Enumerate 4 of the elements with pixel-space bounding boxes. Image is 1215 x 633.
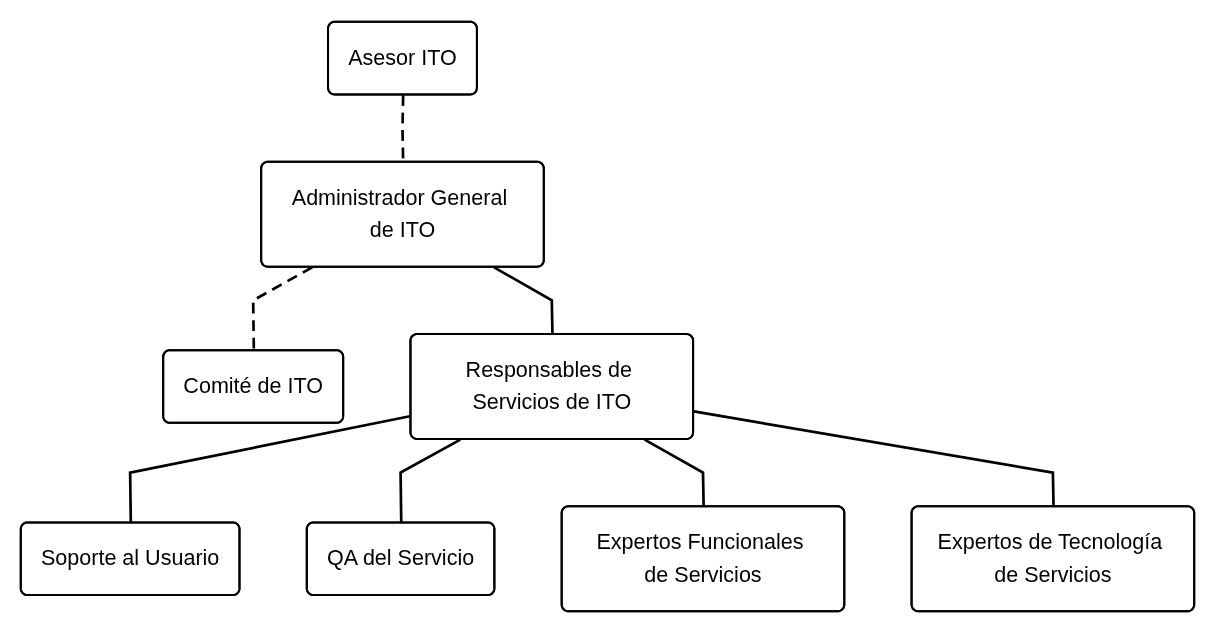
connector [643, 438, 705, 507]
connector [251, 266, 313, 351]
connector [693, 410, 1055, 507]
connector [493, 266, 554, 335]
